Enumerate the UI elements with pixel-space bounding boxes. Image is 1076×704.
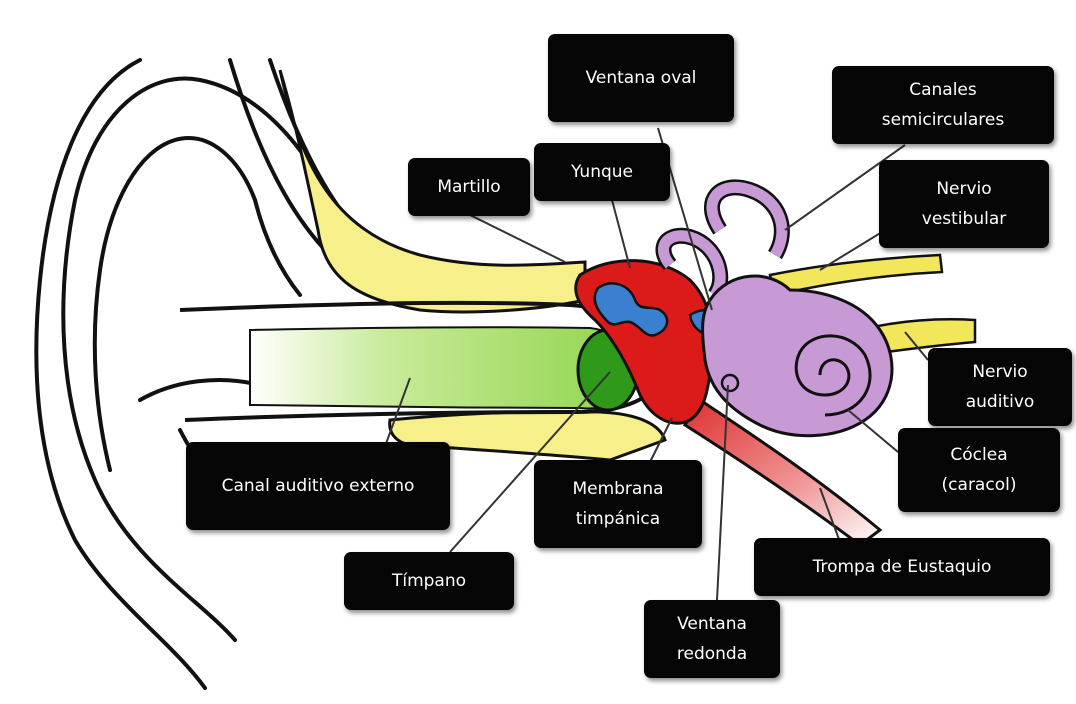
round-window — [720, 373, 740, 393]
leader-canales — [784, 144, 906, 231]
vestibular-nerve — [768, 253, 944, 297]
label-ventana-oval: Ventana oval — [548, 34, 734, 122]
leader-martillo — [469, 214, 566, 263]
label-nervio-vestibular: Nervio vestibular — [879, 160, 1049, 248]
label-trompa-de-eustaquio: Trompa de Eustaquio — [754, 538, 1050, 596]
label-canales-semicirculares: Canales semicirculares — [832, 66, 1054, 144]
leader-nervio-auditivo — [904, 331, 929, 361]
label-ventana-redonda: Ventana redonda — [644, 600, 780, 678]
leader-yunque — [611, 199, 631, 269]
label-canal-auditivo-externo: Canal auditivo externo — [186, 442, 450, 530]
label-martillo: Martillo — [408, 158, 530, 216]
label-coclea: Cóclea (caracol) — [898, 428, 1060, 512]
label-timpano: Tímpano — [344, 552, 514, 610]
semicircular-canals — [655, 179, 790, 300]
leader-membrana — [649, 417, 673, 463]
leader-ventana-redonda — [716, 384, 729, 601]
label-nervio-auditivo: Nervio auditivo — [928, 348, 1072, 426]
leader-nervio-vestibular — [819, 231, 883, 271]
leader-timpano — [449, 371, 611, 553]
upper-cartilage-region — [278, 69, 587, 314]
label-yunque: Yunque — [534, 143, 670, 201]
cochlea-spiral — [794, 334, 872, 417]
leader-trompa — [819, 487, 841, 543]
label-membrana-timpanica: Membrana timpánica — [534, 460, 702, 548]
leader-coclea — [847, 409, 899, 453]
